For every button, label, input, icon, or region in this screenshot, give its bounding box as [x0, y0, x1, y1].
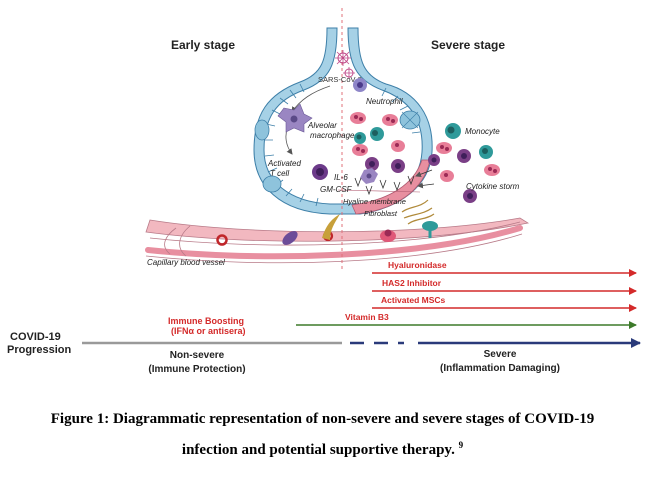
neutrophil	[353, 78, 367, 92]
hyaline-membrane-label: Hyaline membrane	[343, 197, 406, 206]
neutrophil	[382, 114, 398, 126]
immune-cell	[463, 189, 477, 203]
caption-reference: 9	[458, 440, 464, 450]
macrophage-label: macrophage	[310, 131, 355, 140]
neutrophil	[352, 144, 368, 156]
non-severe-label: (Immune Protection)	[148, 364, 245, 375]
caption-line-2-text: infection and potential supportive thera…	[181, 442, 455, 458]
cytokine-arrows	[354, 169, 435, 196]
immune-cell	[391, 159, 405, 173]
vitamin-b3-label: Vitamin B3	[345, 312, 389, 322]
virus-label: SARS-CoV-2	[318, 75, 362, 84]
neutrophil	[350, 112, 366, 124]
monocyte	[445, 123, 461, 139]
fibroblast	[401, 199, 435, 225]
monocyte	[354, 132, 366, 144]
red-blood-cell	[216, 234, 228, 246]
neutrophil	[440, 170, 454, 182]
early-stage-heading: Early stage	[171, 38, 235, 52]
mscs-label: Activated MSCs	[381, 295, 446, 305]
monocyte	[370, 127, 384, 141]
t-cell-label: T cell	[270, 169, 289, 178]
alveolar-macrophage	[277, 103, 313, 133]
fibroblast-label: Fibroblast	[364, 209, 398, 218]
non-severe-label: Non-severe	[170, 350, 225, 361]
gmcsf-label: GM-CSF	[320, 185, 353, 194]
virus-particle	[343, 67, 355, 79]
hyaluronidase-label: Hyaluronidase	[388, 260, 447, 270]
immune-boosting-label: (IFNα or antisera)	[171, 326, 246, 336]
monocyte-label: Monocyte	[465, 127, 500, 136]
macrophage	[360, 168, 378, 184]
t-cell-label: Activated	[267, 159, 301, 168]
severe-label: Severe	[484, 349, 517, 360]
severe-label: (Inflammation Damaging)	[440, 363, 560, 374]
severe-stage-heading: Severe stage	[431, 38, 505, 52]
neutrophil	[436, 142, 452, 154]
immune-cell	[365, 157, 379, 171]
progression-title: COVID-19	[10, 331, 61, 343]
figure-caption: Figure 1: Diagrammatic representation of…	[0, 406, 645, 463]
virus-particle	[335, 50, 351, 66]
activated-t-cell	[312, 164, 328, 180]
capillary-label: Capillary blood vessel	[147, 258, 225, 267]
neutrophil	[391, 140, 405, 152]
monocyte	[479, 145, 493, 159]
caption-line-1: Figure 1: Diagrammatic representation of…	[50, 411, 595, 427]
has2-label: HAS2 Inhibitor	[382, 278, 442, 288]
cytokine-storm-label: Cytokine storm	[466, 182, 520, 191]
progression-title: Progression	[7, 344, 71, 356]
immune-cell	[428, 154, 440, 166]
immune-boosting-label: Immune Boosting	[168, 316, 244, 326]
macrophage-label: Alveolar	[307, 121, 337, 130]
immune-cell	[457, 149, 471, 163]
capillary-vessel	[145, 214, 530, 264]
alveolus	[253, 27, 433, 215]
neutrophil-label: Neutrophil	[366, 97, 403, 106]
il6-label: IL-6	[334, 173, 348, 182]
caption-line-2: infection and potential supportive thera…	[0, 432, 645, 463]
neutrophil	[484, 164, 500, 176]
